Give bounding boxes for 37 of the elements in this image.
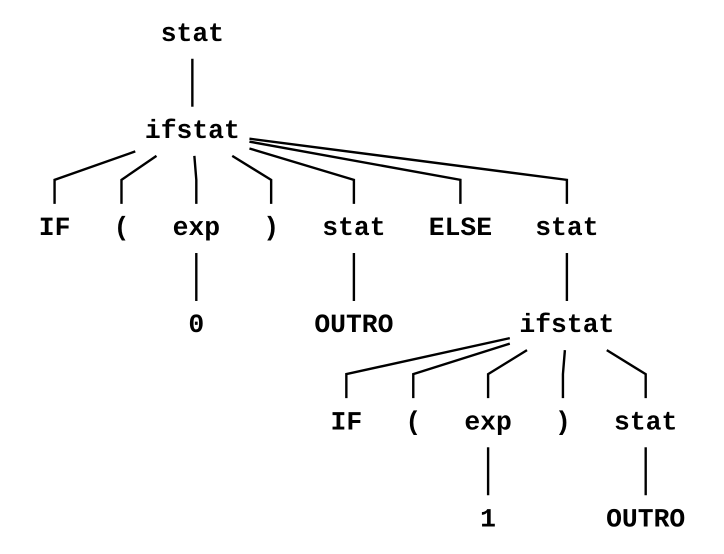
connector <box>120 154 158 204</box>
connector <box>644 447 647 496</box>
connector <box>412 342 510 398</box>
node-text: IF <box>330 408 362 438</box>
node-text: stat <box>614 408 678 438</box>
connector <box>191 58 194 107</box>
connector <box>53 150 136 204</box>
connector <box>352 253 356 301</box>
connector <box>249 138 568 204</box>
connector <box>249 140 462 204</box>
connector <box>249 147 356 204</box>
node-text: ( <box>114 213 130 244</box>
node-text: exp <box>172 213 220 244</box>
node-text: 1 <box>480 504 496 535</box>
connector <box>193 156 198 204</box>
connector <box>345 336 510 398</box>
node-text: ) <box>263 213 280 244</box>
node-text: ) <box>555 408 571 438</box>
connector <box>566 253 568 301</box>
node-text: exp <box>464 408 512 438</box>
node-text: OUTRO <box>606 504 686 535</box>
node-text: 0 <box>188 310 204 341</box>
node-text: ifstat <box>519 310 614 341</box>
node-text: ( <box>405 408 422 438</box>
node-text: ELSE <box>428 213 492 244</box>
connector <box>486 349 528 398</box>
connector <box>606 349 647 398</box>
node-text: ifstat <box>144 116 240 146</box>
node-text: stat <box>160 19 224 50</box>
connector <box>195 253 198 301</box>
node-text: IF <box>38 213 70 244</box>
node-text: stat <box>322 213 386 244</box>
connector <box>486 447 490 496</box>
node-text: stat <box>535 213 599 244</box>
node-text: OUTRO <box>314 310 394 341</box>
connector <box>562 350 566 398</box>
connector <box>232 154 272 204</box>
